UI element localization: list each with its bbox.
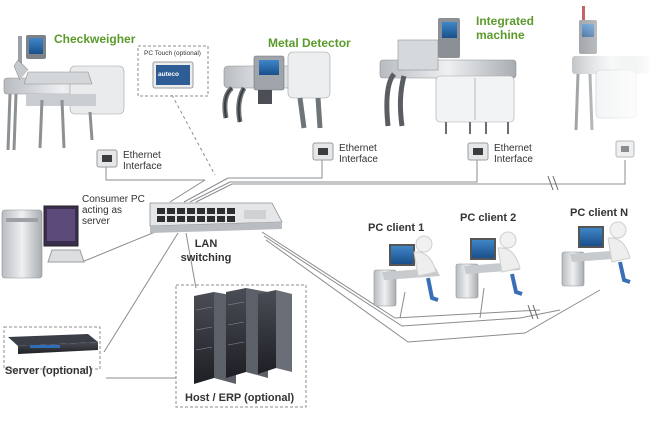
ethernet-label-2-line1: Ethernet bbox=[339, 143, 377, 154]
integrated-machine bbox=[379, 18, 517, 134]
cable-integrated bbox=[230, 160, 478, 183]
consumer-pc-line3: server bbox=[82, 216, 110, 227]
cable-client-1 bbox=[261, 231, 541, 319]
switch-ports bbox=[157, 208, 235, 222]
consumer-pc bbox=[1, 205, 85, 279]
label-pc-client-1: PC client 1 bbox=[368, 222, 425, 234]
ethernet-box-2 bbox=[312, 142, 334, 161]
ethernet-box-3 bbox=[467, 142, 489, 161]
lan-label-line2: switching bbox=[180, 252, 232, 264]
consumer-pc-line1: Consumer PC bbox=[82, 194, 145, 205]
label-pc-client-2: PC client 2 bbox=[460, 212, 517, 224]
label-pc-client-n: PC client N bbox=[570, 207, 629, 219]
pc-touch-box bbox=[137, 45, 209, 97]
consumer-pc-line2: acting as bbox=[82, 205, 123, 216]
ethernet-label-3-line1: Ethernet bbox=[494, 143, 532, 154]
metal-detector-machine bbox=[222, 51, 331, 129]
label-pc-touch: PC Touch (optional) bbox=[144, 50, 201, 57]
network-cables bbox=[81, 94, 626, 379]
cable-client-n bbox=[265, 239, 601, 343]
label-integrated-2: machine bbox=[476, 28, 525, 42]
checkweigher-machine bbox=[3, 35, 125, 151]
ethernet-label-2-line2: Interface bbox=[339, 154, 378, 165]
ethernet-box-1 bbox=[96, 149, 118, 168]
label-host-erp: Host / ERP (optional) bbox=[185, 392, 295, 404]
label-checkweigher: Checkweigher bbox=[54, 32, 136, 46]
cable-pc-touch bbox=[171, 94, 216, 176]
cable-server bbox=[103, 232, 179, 353]
ethernet-interfaces bbox=[96, 140, 635, 168]
pc-client-2-station bbox=[455, 231, 523, 299]
cable-checkweigher bbox=[105, 165, 205, 181]
lan-label-line1: LAN bbox=[194, 238, 218, 250]
cable-metal-detector bbox=[228, 160, 323, 179]
cable-next-machine bbox=[232, 160, 626, 185]
label-integrated-1: Integrated bbox=[476, 14, 535, 28]
ethernet-label-1-line2: Interface bbox=[123, 161, 162, 172]
pc-touch-logo: auteco bbox=[158, 71, 179, 78]
host-erp bbox=[175, 284, 307, 408]
faded-machine bbox=[560, 0, 652, 150]
label-server: Server (optional) bbox=[5, 365, 93, 377]
pc-client-1-station bbox=[373, 235, 440, 307]
ethernet-box-4 bbox=[615, 140, 635, 158]
pc-client-n-station bbox=[561, 221, 631, 287]
cable-client-2 bbox=[263, 235, 561, 327]
ethernet-label-1-line1: Ethernet bbox=[123, 150, 161, 161]
server-unit bbox=[3, 326, 101, 370]
ethernet-label-3-line2: Interface bbox=[494, 154, 533, 165]
lan-switch bbox=[149, 202, 283, 233]
label-metal-detector: Metal Detector bbox=[268, 36, 351, 50]
cable-consumer-pc bbox=[81, 231, 156, 263]
